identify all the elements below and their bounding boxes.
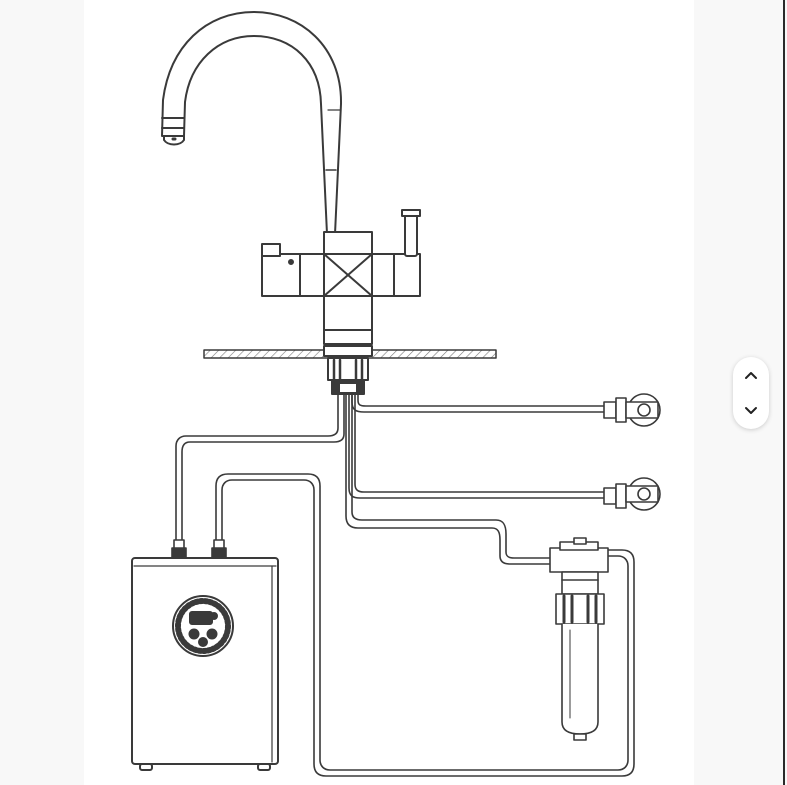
boiler-tank [131,557,279,771]
mixer-lever [401,209,421,257]
product-image [84,0,694,785]
previous-image-button[interactable] [733,357,769,393]
water-filter [549,537,609,741]
tap-body [261,231,421,345]
boiler-display [172,595,234,657]
boiling-tap-installation-diagram [131,11,661,777]
chevron-up-icon [745,372,757,379]
swivel-spout [161,11,343,235]
boiler-inlets [171,539,227,559]
viewer-backdrop-left [0,0,84,785]
next-image-button[interactable] [733,393,769,429]
chevron-down-icon [745,407,757,414]
hot-supply-valve [603,393,661,427]
mounting-nut [323,345,373,395]
viewer-edge [783,0,785,785]
cold-supply-valve [603,477,661,511]
image-navigation [733,357,769,429]
supply-hoses [175,393,635,777]
